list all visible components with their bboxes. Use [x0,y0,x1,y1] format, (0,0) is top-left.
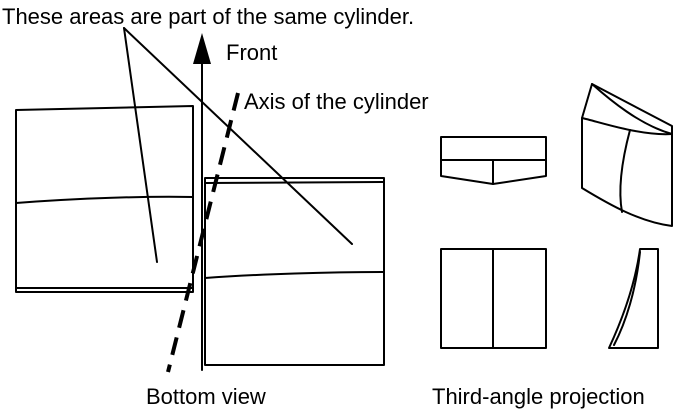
projection-top-view [440,136,547,185]
right-panel [204,177,385,366]
bottom-view-label: Bottom view [146,384,266,409]
cylinder-axis [166,92,240,373]
front-label: Front [226,40,277,65]
left-panel [15,105,194,293]
projection-side-view [608,248,659,349]
callout-leaders [123,27,353,263]
arrow-head-icon [193,33,211,64]
axis-label: Axis of the cylinder [244,89,429,114]
callout-label: These areas are part of the same cylinde… [2,4,414,29]
projection-isometric [581,83,673,227]
front-arrow [193,33,211,371]
projection-label: Third-angle projection [432,384,645,409]
projection-front-view [440,248,547,349]
